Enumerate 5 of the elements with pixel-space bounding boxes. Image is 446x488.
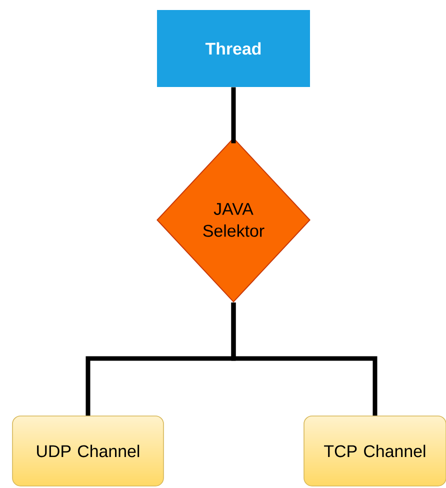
connector — [231, 87, 236, 146]
connector — [231, 302, 378, 416]
thread-box: Thread — [157, 10, 310, 87]
channel-box: TCP Channel — [304, 416, 446, 486]
channel-box: UDP Channel — [12, 416, 164, 486]
